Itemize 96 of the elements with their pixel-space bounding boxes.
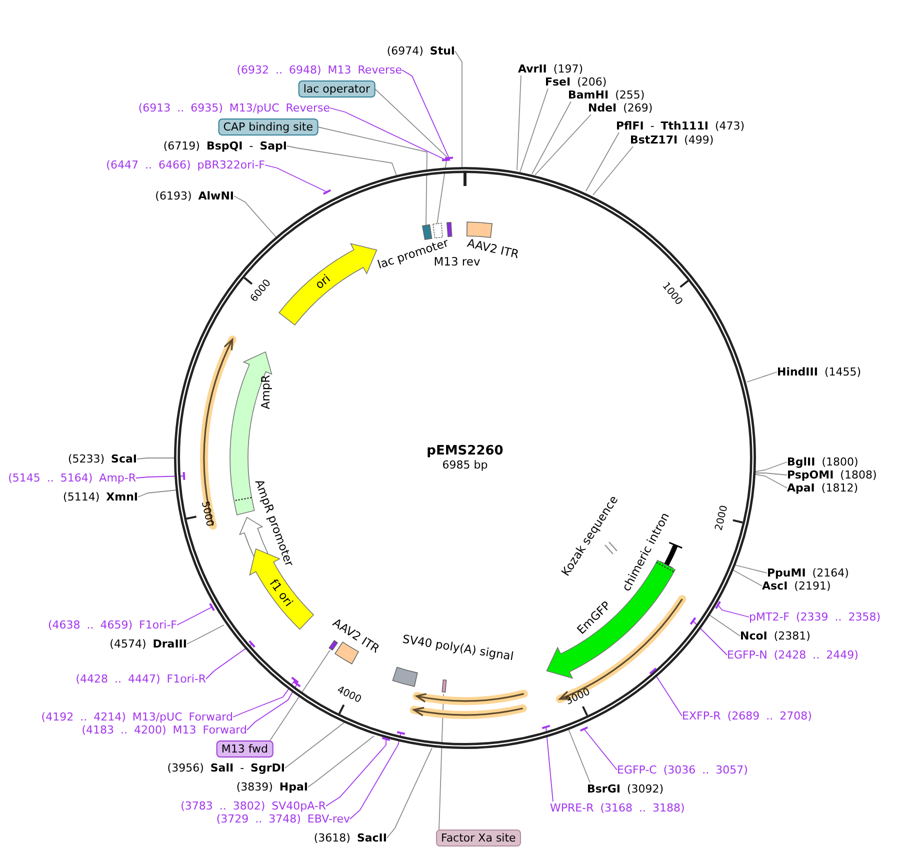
leader-line (246, 684, 298, 730)
feature-callout: lac operator (298, 80, 375, 98)
leader-line (284, 722, 346, 768)
primer-site-mark (328, 640, 338, 651)
leader-line (234, 196, 276, 238)
restriction-site-label: (4574) DraIII (110, 638, 187, 650)
restriction-site-label: PpuMI (2164) (767, 566, 849, 580)
primer-label: (4428 .. 4447) F1ori-R (76, 672, 206, 686)
leader-line (708, 614, 740, 636)
restriction-site-label: BamHI (255) (568, 88, 645, 102)
primer-label: EXFP-R (2689 .. 2708) (682, 710, 812, 722)
factor-xa-mark (442, 680, 447, 693)
primer-label: (6932 .. 6948) M13 Reverse (236, 64, 402, 76)
tick-label: 5000 (198, 500, 216, 528)
leader-line (734, 564, 768, 574)
feature-label: f1 ori (267, 576, 296, 609)
leader-line (318, 126, 428, 226)
primer-label: EGFP-N (2428 .. 2449) (727, 648, 858, 662)
leader-line (374, 88, 448, 224)
leader-line (330, 108, 446, 160)
restriction-site-label: BglII (1800) (787, 456, 858, 468)
feature-callout: M13 fwd (216, 740, 273, 758)
restriction-site-label: NdeI (269) (588, 102, 653, 114)
leader-line (264, 164, 328, 192)
tick-label: 4000 (334, 684, 362, 706)
leader-line (516, 75, 522, 170)
restriction-site-label: (3618) SacII (314, 832, 387, 844)
leader-line (176, 606, 212, 626)
restriction-site-label: AvrII (197) (518, 62, 583, 76)
leader-line (532, 101, 572, 174)
restriction-site-label: (5233) ScaI (68, 452, 137, 466)
leader-line (520, 88, 548, 172)
leader-line (568, 728, 590, 783)
restriction-site-label: ApaI (1812) (787, 482, 858, 494)
leader-line (138, 490, 178, 498)
leader-line (286, 146, 398, 178)
leader-line (402, 70, 450, 158)
leader-line (732, 570, 762, 586)
leader-line (350, 732, 402, 820)
leader-line (752, 462, 788, 472)
plasmid-name: pEMS2260 (426, 444, 504, 458)
restriction-site-label: (5114) XmnI (63, 490, 138, 504)
leader-line (136, 458, 176, 460)
primer-label: (4183 .. 4200) M13 Forward (82, 724, 247, 736)
leader-line (534, 114, 592, 176)
restriction-site-label: (6974) StuI (386, 44, 455, 58)
plasmid-size: 6985 bp (442, 458, 488, 472)
feature-callout: Factor Xa site (436, 830, 521, 846)
leader-line (326, 738, 386, 806)
restriction-site-label: BsrGI (3092) (587, 782, 664, 796)
primer-label: (5145 .. 5164) Amp-R (8, 472, 136, 484)
leader-line (746, 372, 778, 382)
primer-label: (4638 .. 4659) F1ori-F (48, 618, 177, 632)
restriction-site-label: BstZ17I (499) (630, 134, 714, 146)
restriction-site-label: HindIII (1455) (777, 366, 862, 378)
leader-line (752, 472, 788, 476)
primer-label: WPRE-R (3168 .. 3188) (550, 802, 685, 814)
primer-label: (6913 .. 6935) M13/pUC Reverse (138, 102, 330, 114)
restriction-site-label: PspOMI (1808) (787, 468, 877, 482)
leader-line (206, 644, 252, 680)
restriction-site-label: (6719) BspQI - SapI (163, 140, 287, 152)
tick-label: 2000 (714, 504, 730, 532)
primer-label: pMT2-F (2339 .. 2358) (749, 610, 881, 624)
leader-line (232, 680, 296, 718)
restriction-site-label: (3839) HpaI (236, 780, 308, 794)
feature-label: ori (312, 272, 333, 292)
leader-line (592, 146, 634, 196)
lac-operator-box (432, 222, 443, 238)
leader-line (386, 748, 432, 838)
leader-line (186, 624, 224, 644)
restriction-site-label: PflFI - Tth111I (473) (616, 120, 745, 132)
restriction-site-label: (6193) AlwNI (155, 190, 234, 202)
restriction-site-label: NcoI (2381) (740, 630, 810, 642)
primer-label: (3783 .. 3802) SV40pA-R (180, 800, 326, 812)
primer-label: EGFP-C (3036 .. 3057) (617, 764, 748, 776)
feature-label: SV40 poly(A) signal (402, 632, 514, 664)
leader-line (270, 650, 330, 741)
leader-line (454, 50, 462, 168)
leader-line (308, 736, 374, 788)
primer-label: (6447 .. 6466) pBR322ori-F (106, 158, 265, 172)
leader-line (718, 604, 750, 618)
restriction-site-label: (3956) SalI - SgrDI (167, 762, 285, 774)
leader-line (136, 476, 184, 478)
leader-line (584, 728, 618, 770)
tick-label: 3000 (564, 686, 592, 707)
feature-callout: CAP binding site (218, 118, 318, 136)
leader-line (692, 620, 728, 656)
primer-label: (4192 .. 4214) M13/pUC Forward (41, 710, 233, 724)
leader-line (752, 474, 788, 488)
primer-label: (3729 .. 3748) EBV-rev (216, 812, 350, 826)
restriction-site-label: FseI (206) (545, 76, 607, 88)
leader-line (586, 132, 620, 192)
leader-line (546, 726, 554, 802)
feature-label: AmpR (260, 374, 272, 410)
restriction-site-label: AscI (2191) (762, 580, 831, 592)
cap-site-box (422, 224, 432, 240)
